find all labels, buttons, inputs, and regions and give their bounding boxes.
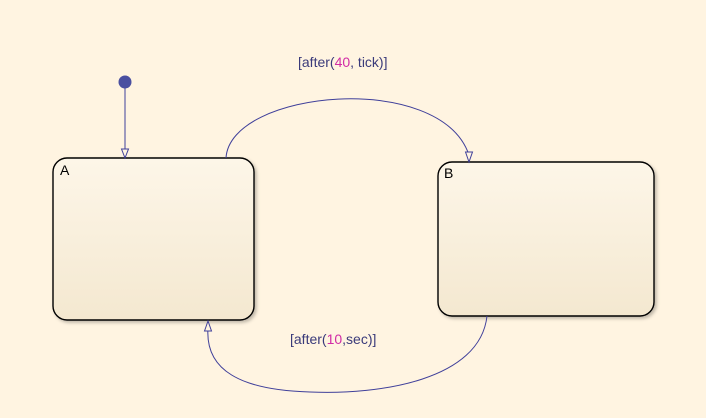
- transition-b-to-a-arrowhead: [203, 319, 213, 332]
- transition-b-to-a[interactable]: [203, 315, 488, 393]
- state-b[interactable]: B: [437, 161, 655, 317]
- transition-b-to-a-label-open: [after(: [290, 331, 327, 347]
- transition-b-to-a-path[interactable]: [207, 315, 488, 393]
- transition-a-to-b-label-open: [after(: [298, 54, 335, 70]
- transition-a-to-b-label-arg: 40: [335, 54, 351, 70]
- transition-a-to-b-path[interactable]: [225, 98, 470, 159]
- state-b-box[interactable]: [437, 161, 655, 317]
- default-transition[interactable]: [118, 75, 132, 160]
- state-a-box[interactable]: [52, 157, 255, 321]
- transition-a-to-b[interactable]: [225, 98, 474, 164]
- transition-b-to-a-label-rest: ,sec)]: [342, 331, 376, 347]
- transition-b-to-a-label[interactable]: [after(10,sec)]: [290, 331, 376, 347]
- transition-a-to-b-label[interactable]: [after(40, tick)]: [298, 54, 388, 70]
- state-a[interactable]: A: [52, 157, 255, 321]
- state-a-name: A: [60, 162, 70, 178]
- default-transition-arrowhead: [120, 148, 130, 160]
- state-b-name: B: [444, 165, 453, 181]
- transition-a-to-b-arrowhead: [464, 151, 474, 164]
- transition-b-to-a-label-arg: 10: [327, 331, 343, 347]
- transition-a-to-b-label-rest: , tick)]: [350, 54, 387, 70]
- default-transition-dot[interactable]: [118, 75, 132, 89]
